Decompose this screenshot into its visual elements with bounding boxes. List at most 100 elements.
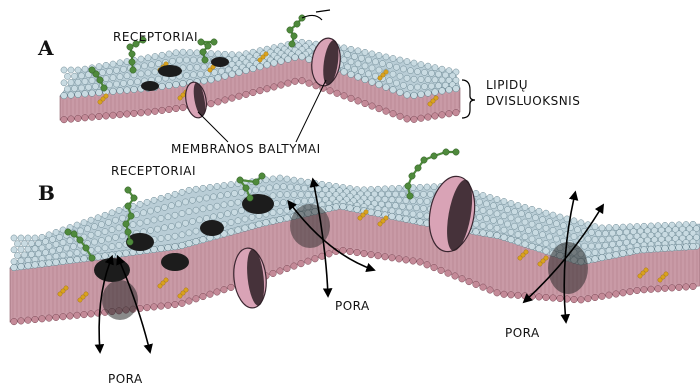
lipid-head-bottom [376, 105, 383, 112]
lipid-head-top [172, 191, 178, 197]
lipid-head-edge [515, 239, 522, 246]
lipid-head-bottom [606, 292, 613, 299]
lipid-head-top [221, 182, 227, 188]
lipid-head-bottom [396, 256, 403, 263]
lipid-head-top [119, 215, 125, 221]
lipid-head-top [190, 57, 196, 63]
lipid-head-top [480, 192, 486, 198]
receptor-base [161, 253, 189, 271]
lipid-head-top [18, 235, 24, 241]
receptor-base [158, 65, 182, 77]
lipid-head-bottom [159, 107, 166, 114]
lipid-head-top [127, 79, 133, 85]
lipid-head-top [369, 65, 375, 71]
lipid-head-top [522, 204, 528, 210]
lipid-head-top [553, 236, 559, 242]
lipid-head-edge [222, 73, 229, 80]
lipid-head-edge [480, 230, 487, 237]
lipid-head-top [298, 178, 304, 184]
lipid-head-top [494, 196, 500, 202]
lipid-head-bottom [257, 87, 264, 94]
lipid-head-top [175, 222, 181, 228]
lipid-head-bottom [208, 100, 215, 107]
lipid-head-top [159, 52, 165, 58]
cholesterol [164, 278, 168, 282]
lipid-head-top [574, 227, 580, 233]
lipid-head-top [501, 213, 507, 219]
lipid-head-top [497, 204, 503, 210]
lipid-head-top [487, 224, 493, 230]
lipid-head-edge [690, 243, 697, 250]
lipid-head-top [11, 247, 17, 253]
lipid-head-bottom [620, 290, 627, 297]
lipid-head-top [56, 246, 62, 252]
receptor-sugar [71, 231, 77, 237]
lipid-head-bottom [536, 294, 543, 301]
lipid-head-edge [117, 87, 124, 94]
lipid-head-top [588, 229, 594, 235]
lipid-head-top [61, 67, 67, 73]
lipid-head-edge [215, 75, 222, 82]
lipid-head-edge [67, 257, 74, 264]
lipid-head-top [161, 225, 167, 231]
lipid-head-bottom [453, 109, 460, 116]
lipid-head-top [403, 210, 409, 216]
lipid-head-top [186, 230, 192, 236]
lipid-head-top [424, 198, 430, 204]
lipid-head-top [74, 222, 80, 228]
lipid-head-edge [229, 71, 236, 78]
lipid-head-top [550, 227, 556, 233]
lipid-head-edge [410, 217, 417, 224]
lipid-head-top [158, 195, 164, 201]
lipid-head-bottom [214, 289, 221, 296]
lipid-head-edge [620, 250, 627, 257]
lipid-head-top [312, 180, 318, 186]
lipid-head-top [417, 212, 423, 218]
lipid-head-bottom [404, 116, 411, 123]
lipid-head-top [494, 225, 500, 231]
lipid-head-bottom [292, 78, 299, 85]
lipid-head-edge [285, 56, 292, 63]
lipid-head-bottom [389, 254, 396, 261]
lipid-head-bottom [306, 80, 313, 87]
receptor-sugar [409, 173, 415, 179]
lipid-head-top [103, 76, 109, 82]
lipid-head-bottom [81, 311, 88, 318]
lipid-head-edge [131, 86, 138, 93]
lipid-head-edge [74, 256, 81, 263]
lipid-head-edge [180, 80, 187, 87]
lipid-head-top [231, 209, 237, 215]
lipid-head-top [539, 217, 545, 223]
lipid-head-bottom [110, 112, 117, 119]
lipid-head-edge [158, 245, 165, 252]
lipid-head-top [112, 217, 118, 223]
lipid-head-top [110, 75, 116, 81]
lipid-head-bottom [439, 112, 446, 119]
lipid-head-top [417, 184, 423, 190]
cholesterol [524, 250, 528, 254]
lipid-head-bottom [291, 263, 298, 270]
lipid-head-bottom [662, 285, 669, 292]
lipid-head-top [106, 68, 112, 74]
receptor-sugar [405, 183, 411, 189]
lipid-head-top [476, 199, 482, 205]
lipid-head-top [511, 223, 517, 229]
receptor-sugar [259, 173, 265, 179]
lipid-head-bottom [655, 286, 662, 293]
lipid-head-top [420, 191, 426, 197]
lipid-head-edge [299, 53, 306, 60]
lipid-head-top [25, 246, 31, 252]
lipid-head-top [270, 176, 276, 182]
lipid-head-top [70, 243, 76, 249]
lipid-head-top [404, 75, 410, 81]
lipid-head-edge [208, 76, 215, 83]
lipid-head-top [141, 63, 147, 69]
lipid-head-top [308, 197, 314, 203]
receptor-base [94, 258, 130, 282]
lipid-head-top [102, 212, 108, 218]
lipid-head-bottom [627, 288, 634, 295]
lipid-head-top [585, 250, 591, 256]
lipid-head-top [109, 244, 115, 250]
lipid-head-edge [46, 260, 53, 267]
lipid-head-bottom [634, 287, 641, 294]
